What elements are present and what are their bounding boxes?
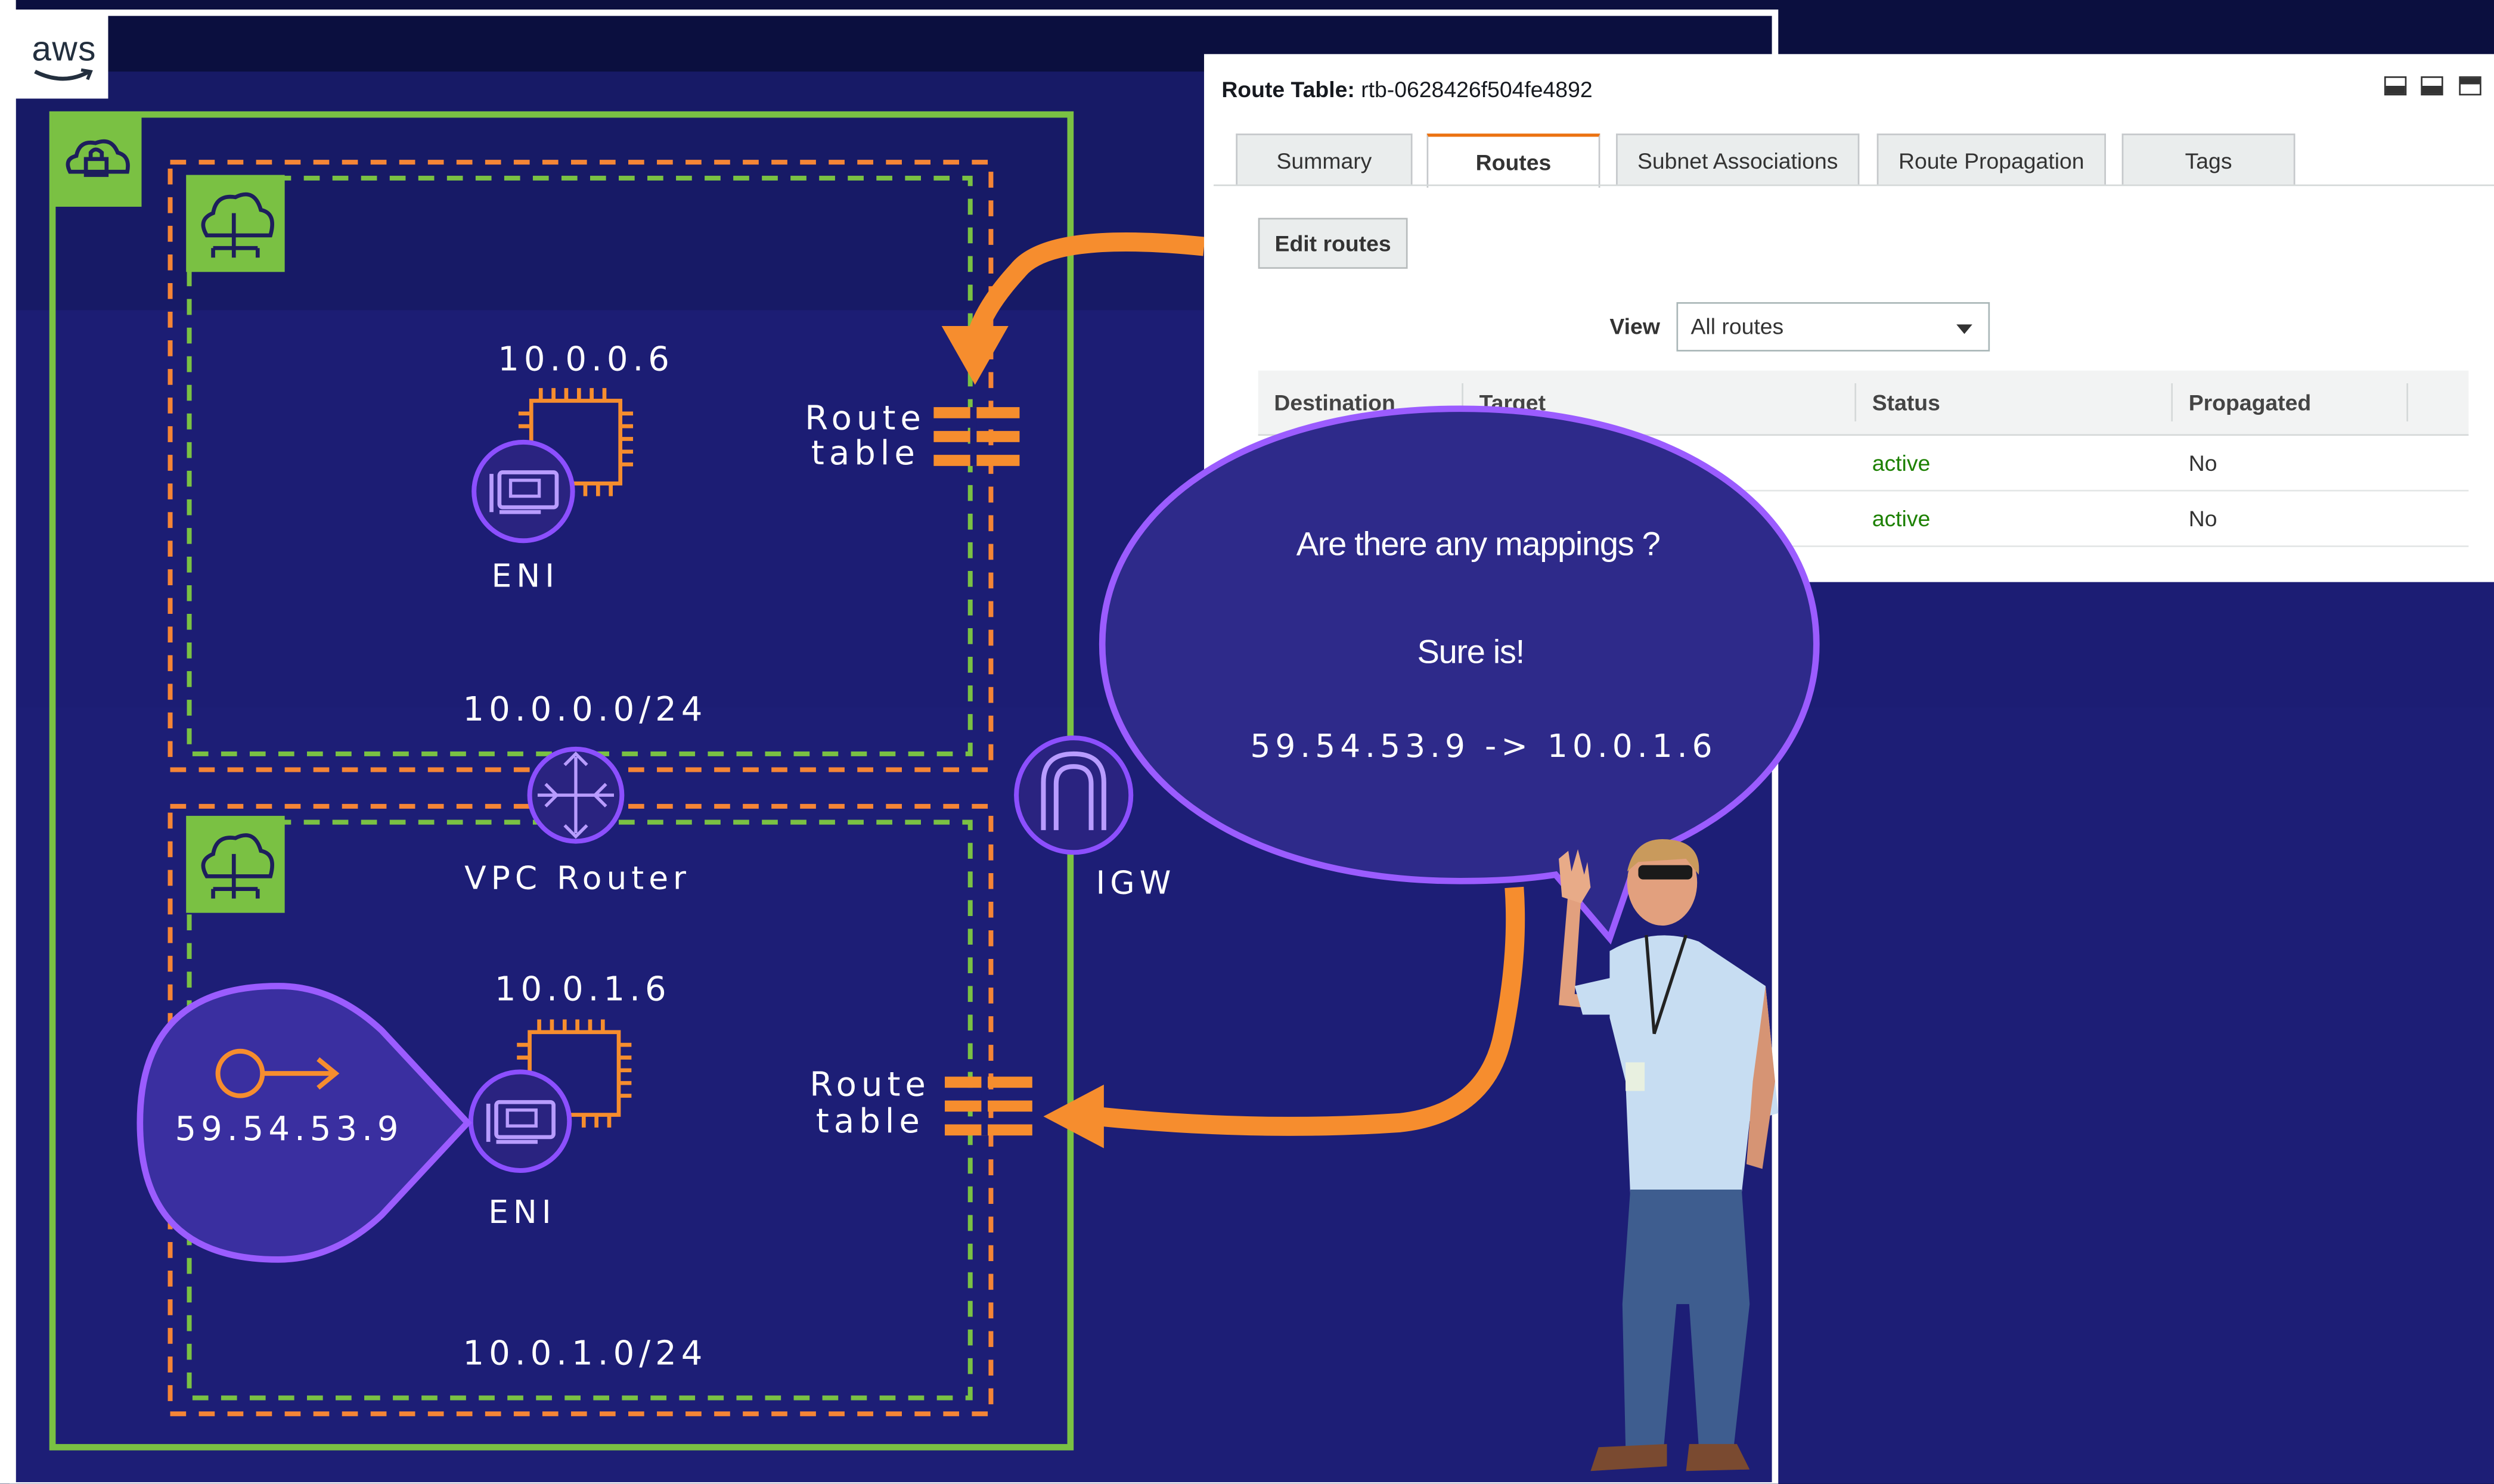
vpc-router-label: VPC Router [464, 858, 691, 897]
eni-1-icon [471, 439, 575, 544]
aws-logo-text: aws [32, 29, 97, 69]
chevron-down-icon [1956, 324, 1972, 334]
route-propagated: No [2188, 505, 2217, 532]
view-select-value: All routes [1690, 313, 1784, 339]
minimize-panel-icon[interactable] [2384, 76, 2407, 96]
eni-1-label: ENI [491, 556, 559, 595]
route-table-2-label-line2: table [815, 1102, 925, 1141]
column-destination[interactable]: Destination [1274, 389, 1395, 415]
eni-1-ip: 10.0.0.6 [498, 340, 674, 379]
column-divider [2406, 383, 2408, 422]
arrow-to-route-table-2 [1096, 886, 1525, 1136]
elastic-ip-address: 59.54.53.9 [175, 1110, 404, 1148]
vpc-router-icon [527, 746, 625, 844]
view-label: View [1609, 313, 1660, 339]
presenter-photo [1559, 839, 1779, 1471]
table-row[interactable]: active No [1258, 436, 2469, 492]
arrow-head-1 [941, 326, 1009, 385]
tab-tags[interactable]: Tags [2121, 134, 2296, 185]
route-table-title: Route Table: rtb-0628426f504fe4892 [1221, 76, 1592, 102]
maximize-panel-icon[interactable] [2459, 76, 2481, 96]
tab-summary[interactable]: Summary [1236, 134, 1413, 185]
elastic-ip-tag [137, 983, 472, 1263]
column-status[interactable]: Status [1872, 389, 1940, 415]
route-table-2-icon [945, 1076, 1032, 1136]
route-status: active [1872, 450, 1931, 476]
bubble-mapping: 59.54.53.9 -> 10.0.1.6 [1250, 727, 1717, 765]
bubble-answer: Sure is! [1417, 634, 1525, 672]
column-divider [1462, 383, 1463, 422]
route-table-2-label-line1: Route [809, 1065, 930, 1104]
route-propagated: No [2188, 450, 2217, 476]
eni-2-icon [468, 1069, 572, 1173]
bubble-question: Are there any mappings ? [1296, 526, 1661, 563]
ec2-instance-1-icon [518, 388, 634, 496]
column-propagated[interactable]: Propagated [2188, 389, 2312, 415]
tab-routes[interactable]: Routes [1426, 134, 1600, 188]
eni-2-ip: 10.0.1.6 [494, 970, 671, 1008]
column-divider [1854, 383, 1857, 422]
route-table-1-label-line1: Route [805, 399, 926, 437]
arrow-to-route-table-1 [966, 232, 1205, 344]
subnet-1-cidr: 10.0.0.0/24 [463, 690, 708, 729]
route-status: active [1872, 505, 1931, 532]
table-row[interactable]: active No [1258, 492, 2469, 547]
eni-2-label: ENI [488, 1193, 556, 1231]
tab-divider [1213, 184, 2494, 187]
edit-routes-button[interactable]: Edit routes [1258, 218, 1408, 269]
column-divider [2171, 383, 2173, 422]
aws-smile-icon [34, 68, 93, 81]
internet-gateway-icon [1014, 735, 1134, 855]
subnet-2-cidr: 10.0.1.0/24 [463, 1334, 708, 1373]
arrow-head-2 [1043, 1084, 1104, 1148]
igw-label: IGW [1096, 863, 1176, 902]
tab-route-propagation[interactable]: Route Propagation [1876, 134, 2106, 185]
route-table-1-icon [933, 407, 1020, 466]
vpc-lock-icon [52, 114, 142, 207]
aws-logo: aws [10, 10, 108, 99]
route-table-title-label: Route Table: [1221, 76, 1355, 102]
left-border [0, 0, 16, 1484]
route-table-1-label-line2: table [811, 434, 920, 473]
subnet-1-cloud-icon [186, 175, 285, 272]
tab-subnet-associations[interactable]: Subnet Associations [1616, 134, 1860, 185]
view-select[interactable]: All routes [1676, 302, 1990, 352]
route-table-id: rtb-0628426f504fe4892 [1361, 76, 1593, 102]
split-panel-icon[interactable] [2421, 76, 2443, 96]
subnet-2-cloud-icon [186, 815, 285, 913]
